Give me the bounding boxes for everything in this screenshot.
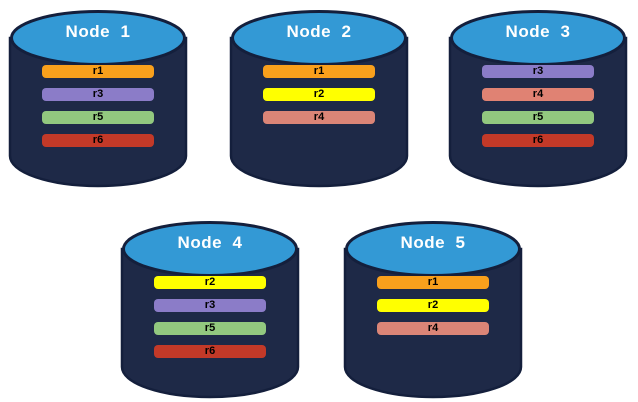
replica-label: r5: [92, 111, 104, 123]
replica-label: r2: [427, 299, 439, 311]
replica-bar-r2: r2: [263, 88, 375, 101]
replica-label: r5: [532, 111, 544, 123]
replica-bar-r6: r6: [42, 134, 154, 147]
replica-bar-r5: r5: [42, 111, 154, 124]
cylinder-top: [345, 221, 521, 277]
replica-label: r4: [427, 322, 439, 334]
replica-label: r3: [92, 88, 104, 100]
replica-bar-r3: r3: [42, 88, 154, 101]
node-1-replica-list: r1 r3 r5 r6: [42, 65, 154, 147]
node-4-title: Node 4: [177, 233, 243, 252]
node-3-title: Node 3: [505, 22, 571, 41]
node-3-replica-list: r3 r4 r5 r6: [482, 65, 594, 147]
node-4: Node 4 r2 r3 r5 r6: [120, 219, 300, 401]
replica-bar-r4: r4: [377, 322, 489, 335]
replica-label: r6: [204, 345, 216, 357]
replica-bar-r2: r2: [154, 276, 266, 289]
node-5: Node 5 r1 r2 r4: [343, 219, 523, 401]
cylinder-top: [450, 10, 626, 66]
node-5-title: Node 5: [400, 233, 466, 252]
replica-label: r6: [92, 134, 104, 146]
replica-label: r1: [313, 65, 325, 77]
node-1: Node 1 r1 r3 r5 r6: [8, 8, 188, 190]
node-5-replica-list: r1 r2 r4: [377, 276, 489, 335]
replica-bar-r4: r4: [482, 88, 594, 101]
replica-label: r2: [204, 276, 216, 288]
replica-bar-r1: r1: [377, 276, 489, 289]
cylinder-top: [231, 10, 407, 66]
node-2-replica-list: r1 r2 r4: [263, 65, 375, 124]
replica-bar-r1: r1: [263, 65, 375, 78]
replica-bar-r3: r3: [482, 65, 594, 78]
replica-bar-r1: r1: [42, 65, 154, 78]
replica-bar-r2: r2: [377, 299, 489, 312]
replica-label: r1: [92, 65, 104, 77]
replica-bar-r5: r5: [482, 111, 594, 124]
replica-label: r5: [204, 322, 216, 334]
replica-bar-r3: r3: [154, 299, 266, 312]
replica-label: r2: [313, 88, 325, 100]
replica-bar-r4: r4: [263, 111, 375, 124]
node-2: Node 2 r1 r2 r4: [229, 8, 409, 190]
replica-label: r3: [204, 299, 216, 311]
replica-label: r6: [532, 134, 544, 146]
replica-bar-r6: r6: [154, 345, 266, 358]
replica-label: r4: [313, 111, 325, 123]
cylinder-top: [10, 10, 186, 66]
node-1-title: Node 1: [65, 22, 131, 41]
replica-label: r4: [532, 88, 544, 100]
node-2-title: Node 2: [286, 22, 352, 41]
replica-bar-r6: r6: [482, 134, 594, 147]
replica-label: r3: [532, 65, 544, 77]
replica-bar-r5: r5: [154, 322, 266, 335]
node-3: Node 3 r3 r4 r5 r6: [448, 8, 628, 190]
cylinder-top: [122, 221, 298, 277]
node-4-replica-list: r2 r3 r5 r6: [154, 276, 266, 358]
replica-label: r1: [427, 276, 439, 288]
